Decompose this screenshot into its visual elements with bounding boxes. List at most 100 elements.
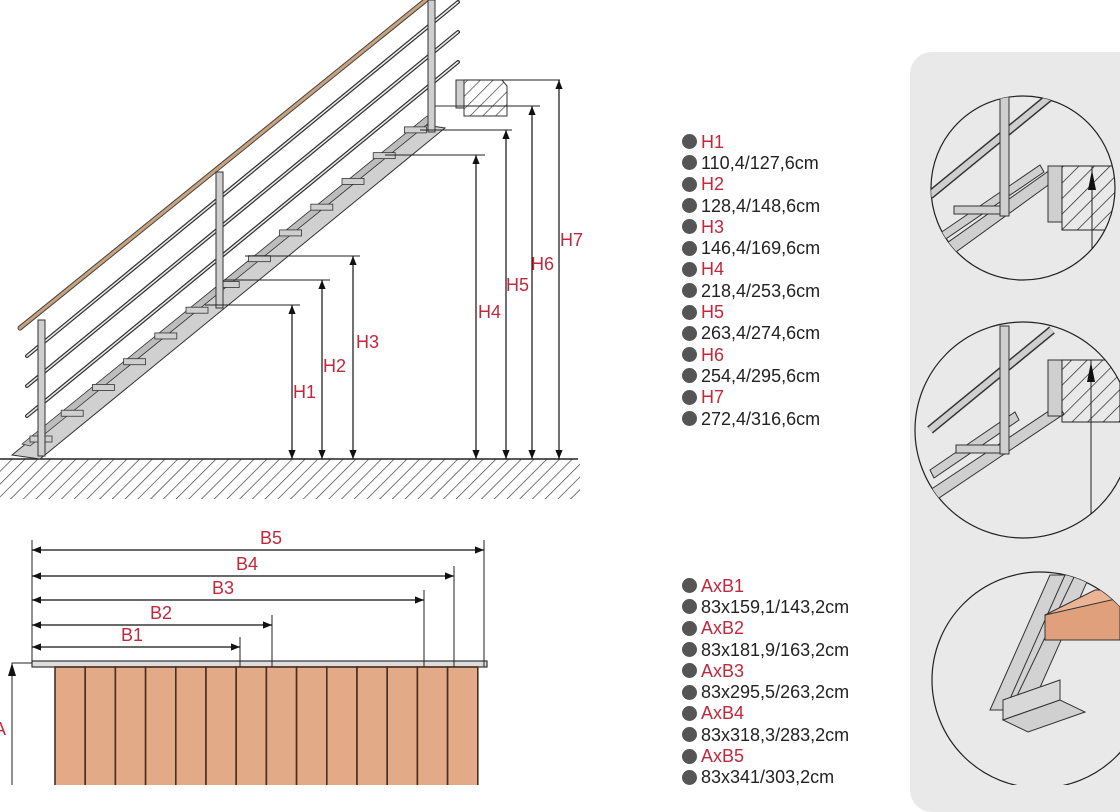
legend-value-row: 83x318,3/283,2cm — [682, 724, 849, 745]
legend-label: AxB5 — [701, 746, 745, 767]
legend-label-row: H7 — [682, 387, 820, 408]
bullet-icon — [682, 705, 697, 721]
legend-value: 83x318,3/283,2cm — [701, 724, 850, 745]
stair-tread — [123, 358, 146, 366]
railing-posts — [37, 0, 436, 457]
bullet-icon — [682, 642, 697, 658]
depth-dimension: A — [0, 662, 32, 785]
bullet-icon — [682, 176, 697, 192]
legend-label: AxB3 — [701, 660, 745, 681]
legend-value: 218,4/253,6cm — [701, 280, 821, 301]
tread-plank — [386, 666, 419, 785]
height-label: H4 — [478, 302, 501, 322]
tread-plank — [416, 666, 449, 785]
tread-plank — [265, 666, 298, 785]
stair-tread — [310, 203, 334, 211]
legend-value: 83x159,1/143,2cm — [701, 596, 850, 617]
bullet-icon — [682, 347, 697, 363]
bullet-icon — [682, 283, 697, 299]
legend-label: H1 — [701, 131, 725, 152]
bullet-icon — [682, 727, 697, 743]
legend-label: H5 — [701, 302, 725, 323]
legend-label: H7 — [701, 387, 725, 408]
bullet-icon — [682, 368, 697, 384]
landing-mount-detail-icon — [930, 95, 1116, 281]
tread-plank — [175, 666, 207, 785]
tread-plank — [84, 666, 117, 785]
legend-label-row: H6 — [682, 344, 820, 365]
legend-value-row: 83x181,9/163,2cm — [682, 639, 849, 660]
legend-label-row: H4 — [682, 259, 820, 280]
legend-label-row: AxB2 — [682, 618, 849, 639]
tread-plank — [235, 666, 268, 785]
stair-tread — [154, 332, 178, 340]
legend-label-row: H2 — [682, 174, 820, 195]
height-label: H5 — [506, 275, 529, 295]
bullet-icon — [682, 219, 697, 235]
tread-plank — [114, 666, 147, 785]
stair-tread — [247, 255, 271, 263]
legend-label-row: AxB3 — [682, 660, 849, 681]
bullet-icon — [682, 620, 697, 636]
width-label: B2 — [150, 603, 172, 623]
legend-value-row: 272,4/316,6cm — [682, 408, 820, 429]
bullet-icon — [682, 599, 697, 615]
stair-tread — [185, 306, 209, 314]
bullet-icon — [682, 663, 697, 679]
landing-block — [435, 79, 508, 117]
legend-label: H4 — [701, 259, 725, 280]
legend-value: 83x181,9/163,2cm — [701, 639, 850, 660]
bullet-icon — [682, 240, 697, 256]
legend-value: 272,4/316,6cm — [701, 408, 821, 429]
height-label: H7 — [560, 230, 583, 250]
depth-label: A — [0, 719, 6, 739]
legend-value: 110,4/127,6cm — [701, 152, 819, 173]
legend-value: 263,4/274,6cm — [701, 323, 821, 344]
height-extension-lines — [205, 79, 560, 306]
legend-label-row: AxB5 — [682, 745, 849, 766]
bullet-icon — [682, 748, 697, 764]
legend-value-row: 110,4/127,6cm — [682, 152, 820, 173]
bullet-icon — [682, 389, 697, 405]
stair-tread — [92, 384, 115, 391]
legend-label: H2 — [701, 174, 725, 195]
width-label: B3 — [212, 578, 234, 598]
legend-label-row: AxB4 — [682, 703, 849, 724]
legend-label-row: H3 — [682, 216, 820, 237]
width-label: B4 — [236, 554, 258, 574]
tread-plank — [144, 666, 177, 785]
tread-plank — [356, 666, 389, 785]
stair-tread — [341, 177, 365, 185]
tread-plank — [54, 666, 87, 785]
height-label: H6 — [531, 254, 554, 274]
bullet-icon — [682, 304, 697, 320]
legend-value-row: 83x341/303,2cm — [682, 767, 849, 788]
legend-label-row: AxB1 — [682, 575, 849, 596]
tread-plank — [205, 666, 238, 785]
tread-plank — [446, 666, 479, 785]
height-label: H3 — [356, 332, 379, 352]
bullet-icon — [682, 261, 697, 277]
legend-value-row: 218,4/253,6cm — [682, 280, 820, 301]
legend-value: 83x295,5/263,2cm — [701, 682, 850, 703]
width-label: B1 — [121, 625, 143, 645]
legend-label-row: H5 — [682, 301, 820, 322]
legend-label: H3 — [701, 216, 725, 237]
legend-label: H6 — [701, 344, 725, 365]
legend-value-row: 254,4/295,6cm — [682, 365, 820, 386]
width-label: B5 — [260, 528, 282, 548]
tread-plank — [325, 666, 358, 785]
bullet-icon — [682, 325, 697, 341]
bullet-icon — [682, 578, 697, 594]
bullet-icon — [682, 769, 697, 785]
landing-mount-alt-detail-icon — [914, 321, 1120, 539]
legend-label: AxB2 — [701, 618, 745, 639]
bullet-icon — [682, 134, 697, 150]
legend-value-row: 146,4/169,6cm — [682, 237, 820, 258]
legend-value: 128,4/148,6cm — [701, 195, 821, 216]
legend-label: AxB1 — [701, 575, 745, 596]
legend-value-row: 83x159,1/143,2cm — [682, 596, 849, 617]
